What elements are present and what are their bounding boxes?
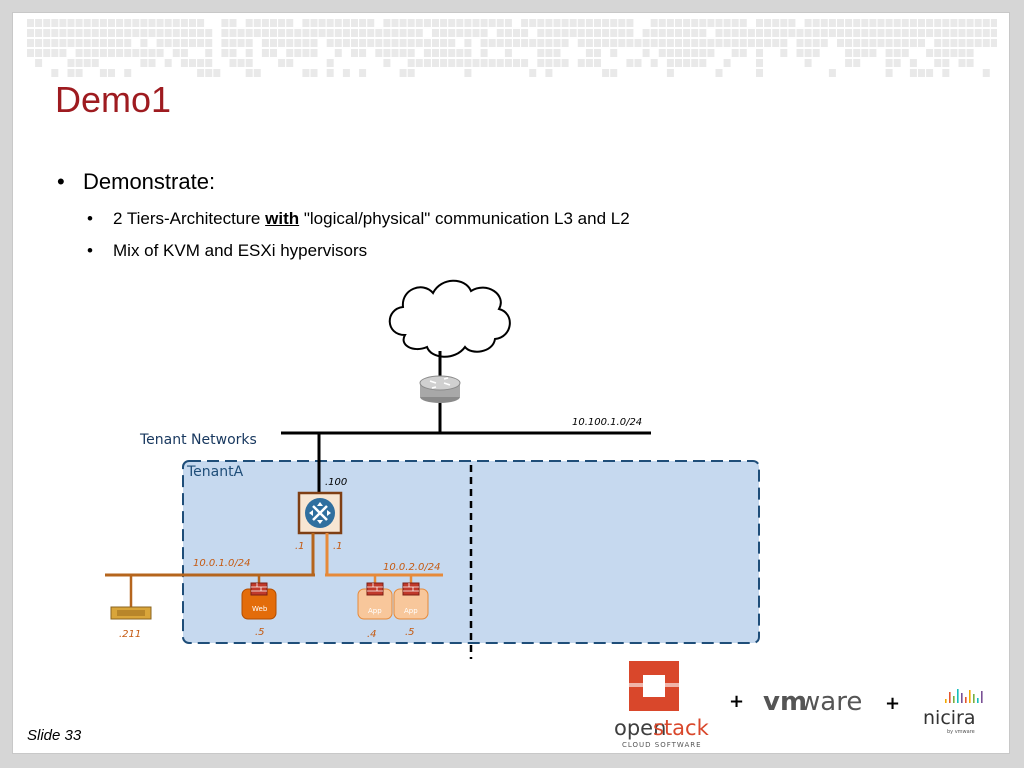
header-pattern xyxy=(27,19,997,77)
nicira-bar xyxy=(957,689,959,703)
web-network-label: 10.0.1.0/24 xyxy=(193,558,250,569)
nicira-bar xyxy=(981,691,983,703)
bullet-dot: • xyxy=(57,169,65,194)
nicira-bar xyxy=(961,693,963,703)
physical-host-icon xyxy=(110,606,152,620)
openstack-logo: open stack CLOUD SOFTWARE xyxy=(614,661,710,749)
plus-sign-1: + xyxy=(729,691,744,712)
nicira-logo: nicira by vmware xyxy=(923,689,983,735)
nicira-sub: by vmware xyxy=(947,729,975,735)
cloud-icon xyxy=(388,279,511,358)
app-network-label: 10.0.2.0/24 xyxy=(383,562,440,573)
network-diagram: 10.100.1.0/24 Tenant Networks TenantA .1… xyxy=(105,279,983,749)
logical-router-icon xyxy=(297,491,343,535)
nicira-bar xyxy=(945,699,947,703)
bullet-dot: • xyxy=(87,241,93,260)
openstack-stack: stack xyxy=(653,716,710,740)
slide: Demo1 • Demonstrate: • 2 Tiers-Architect… xyxy=(12,12,1010,754)
vmware-ware: ware xyxy=(799,687,862,717)
app-vm-2-ip: .5 xyxy=(405,627,415,638)
vmware-logo: vm ware xyxy=(763,687,862,717)
web-vm-icon xyxy=(241,582,277,620)
nicira-text: nicira xyxy=(923,707,976,729)
app-vm-1-ip: .4 xyxy=(367,629,377,640)
physical-router-icon xyxy=(419,375,461,403)
nicira-bar xyxy=(953,696,955,703)
tenant-networks-label: Tenant Networks xyxy=(139,432,257,448)
slide-number: Slide 33 xyxy=(27,727,82,744)
vmware-vm: vm xyxy=(763,687,807,717)
app-vm-1-label: App xyxy=(368,607,382,615)
nicira-bar xyxy=(973,694,975,703)
sub-bullet-1-emphasis: with xyxy=(265,209,300,228)
tenant-label: TenantA xyxy=(186,464,244,480)
bullet-main: • Demonstrate: xyxy=(57,169,957,195)
router-left-ip: .1 xyxy=(295,541,305,552)
host-ip: .211 xyxy=(119,629,141,640)
sub-bullet-2-text: Mix of KVM and ESXi hypervisors xyxy=(113,241,368,260)
plus-sign-2: + xyxy=(885,693,900,714)
sub-bullet-1-post: "logical/physical" communication L3 and … xyxy=(303,209,630,228)
bullet-list: • Demonstrate: • 2 Tiers-Architecture wi… xyxy=(57,169,957,273)
nicira-bar xyxy=(949,692,951,703)
openstack-sub: CLOUD SOFTWARE xyxy=(622,741,702,749)
app-vm-2-icon xyxy=(393,582,429,620)
router-right-ip: .1 xyxy=(333,541,343,552)
bullet-main-text: Demonstrate: xyxy=(83,169,216,194)
sub-bullet-1: • 2 Tiers-Architecture with "logical/phy… xyxy=(87,209,957,229)
ext-network-label: 10.100.1.0/24 xyxy=(572,417,642,428)
app-vm-2-label: App xyxy=(404,607,418,615)
openstack-open: open xyxy=(614,716,666,740)
web-vm-label: Web xyxy=(252,605,268,613)
nicira-bar xyxy=(965,697,967,703)
sub-bullet-1-text: 2 Tiers-Architecture with "logical/physi… xyxy=(113,209,630,229)
bullet-dot: • xyxy=(87,209,93,228)
slide-title: Demo1 xyxy=(55,79,172,120)
router-ext-ip: .100 xyxy=(325,477,347,488)
nicira-bar xyxy=(969,690,971,703)
app-vm-1-icon xyxy=(357,582,393,620)
sub-bullet-1-pre: 2 Tiers-Architecture xyxy=(113,209,261,228)
nicira-bar xyxy=(977,698,979,703)
sub-bullet-2: • Mix of KVM and ESXi hypervisors xyxy=(87,241,957,261)
web-vm-ip: .5 xyxy=(255,627,265,638)
